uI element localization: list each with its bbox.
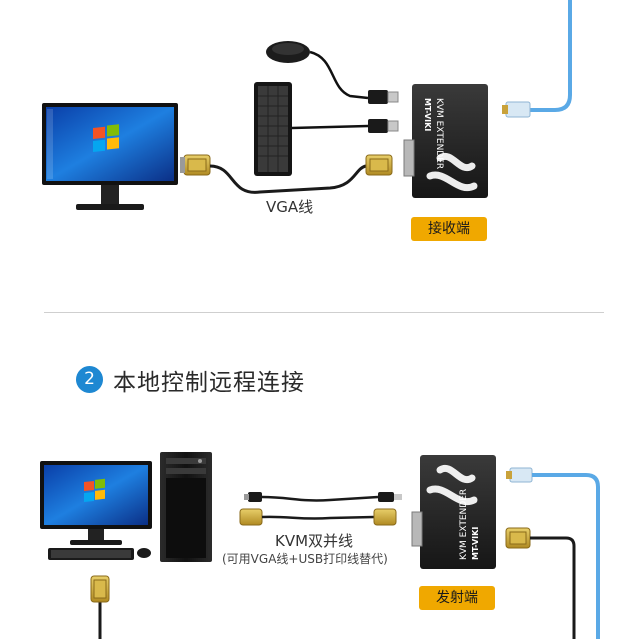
monitor-icon	[42, 103, 178, 210]
step-title: 本地控制远程连接	[113, 370, 305, 396]
mouse-icon-bottom	[137, 548, 151, 558]
transmitter-brand: MT-VIKI	[471, 527, 480, 560]
pc-tower-icon	[160, 452, 212, 562]
vga-cable-label: VGA线	[266, 198, 314, 216]
network-cable-top	[502, 0, 572, 118]
receiver-device: MT-VIKI KVM EXTENDER	[403, 84, 488, 198]
vga-connector-transmitter	[505, 527, 576, 639]
step-number-badge: 2	[76, 366, 103, 393]
section-divider	[44, 312, 604, 313]
usb-plug-mouse	[368, 90, 399, 104]
usb-plug-keyboard	[368, 119, 399, 133]
vga-connector-right	[365, 154, 393, 176]
transmitter-device: MT-VIKI KVM EXTENDER	[411, 455, 496, 569]
mouse-icon	[266, 41, 369, 100]
keyboard-icon-bottom	[48, 548, 134, 560]
kvm-cable-note: (可用VGA线+USB打印线替代)	[222, 552, 388, 566]
vga-connector-bottom	[90, 575, 110, 639]
receiver-brand: MT-VIKI	[423, 98, 432, 131]
receiver-tag: 接收端	[411, 217, 487, 241]
kvm-dual-cable	[239, 492, 402, 526]
transmitter-tag: 发射端	[419, 586, 495, 610]
kvm-cable-label: KVM双并线	[275, 532, 354, 550]
network-cable-bottom	[506, 467, 600, 639]
receiver-device-label: KVM EXTENDER	[434, 98, 444, 169]
vga-cable	[209, 164, 367, 194]
transmitter-device-label: KVM EXTENDER	[459, 489, 469, 560]
vga-connector-left	[180, 154, 211, 176]
monitor-icon-bottom	[40, 461, 152, 545]
keyboard-icon	[254, 82, 369, 176]
